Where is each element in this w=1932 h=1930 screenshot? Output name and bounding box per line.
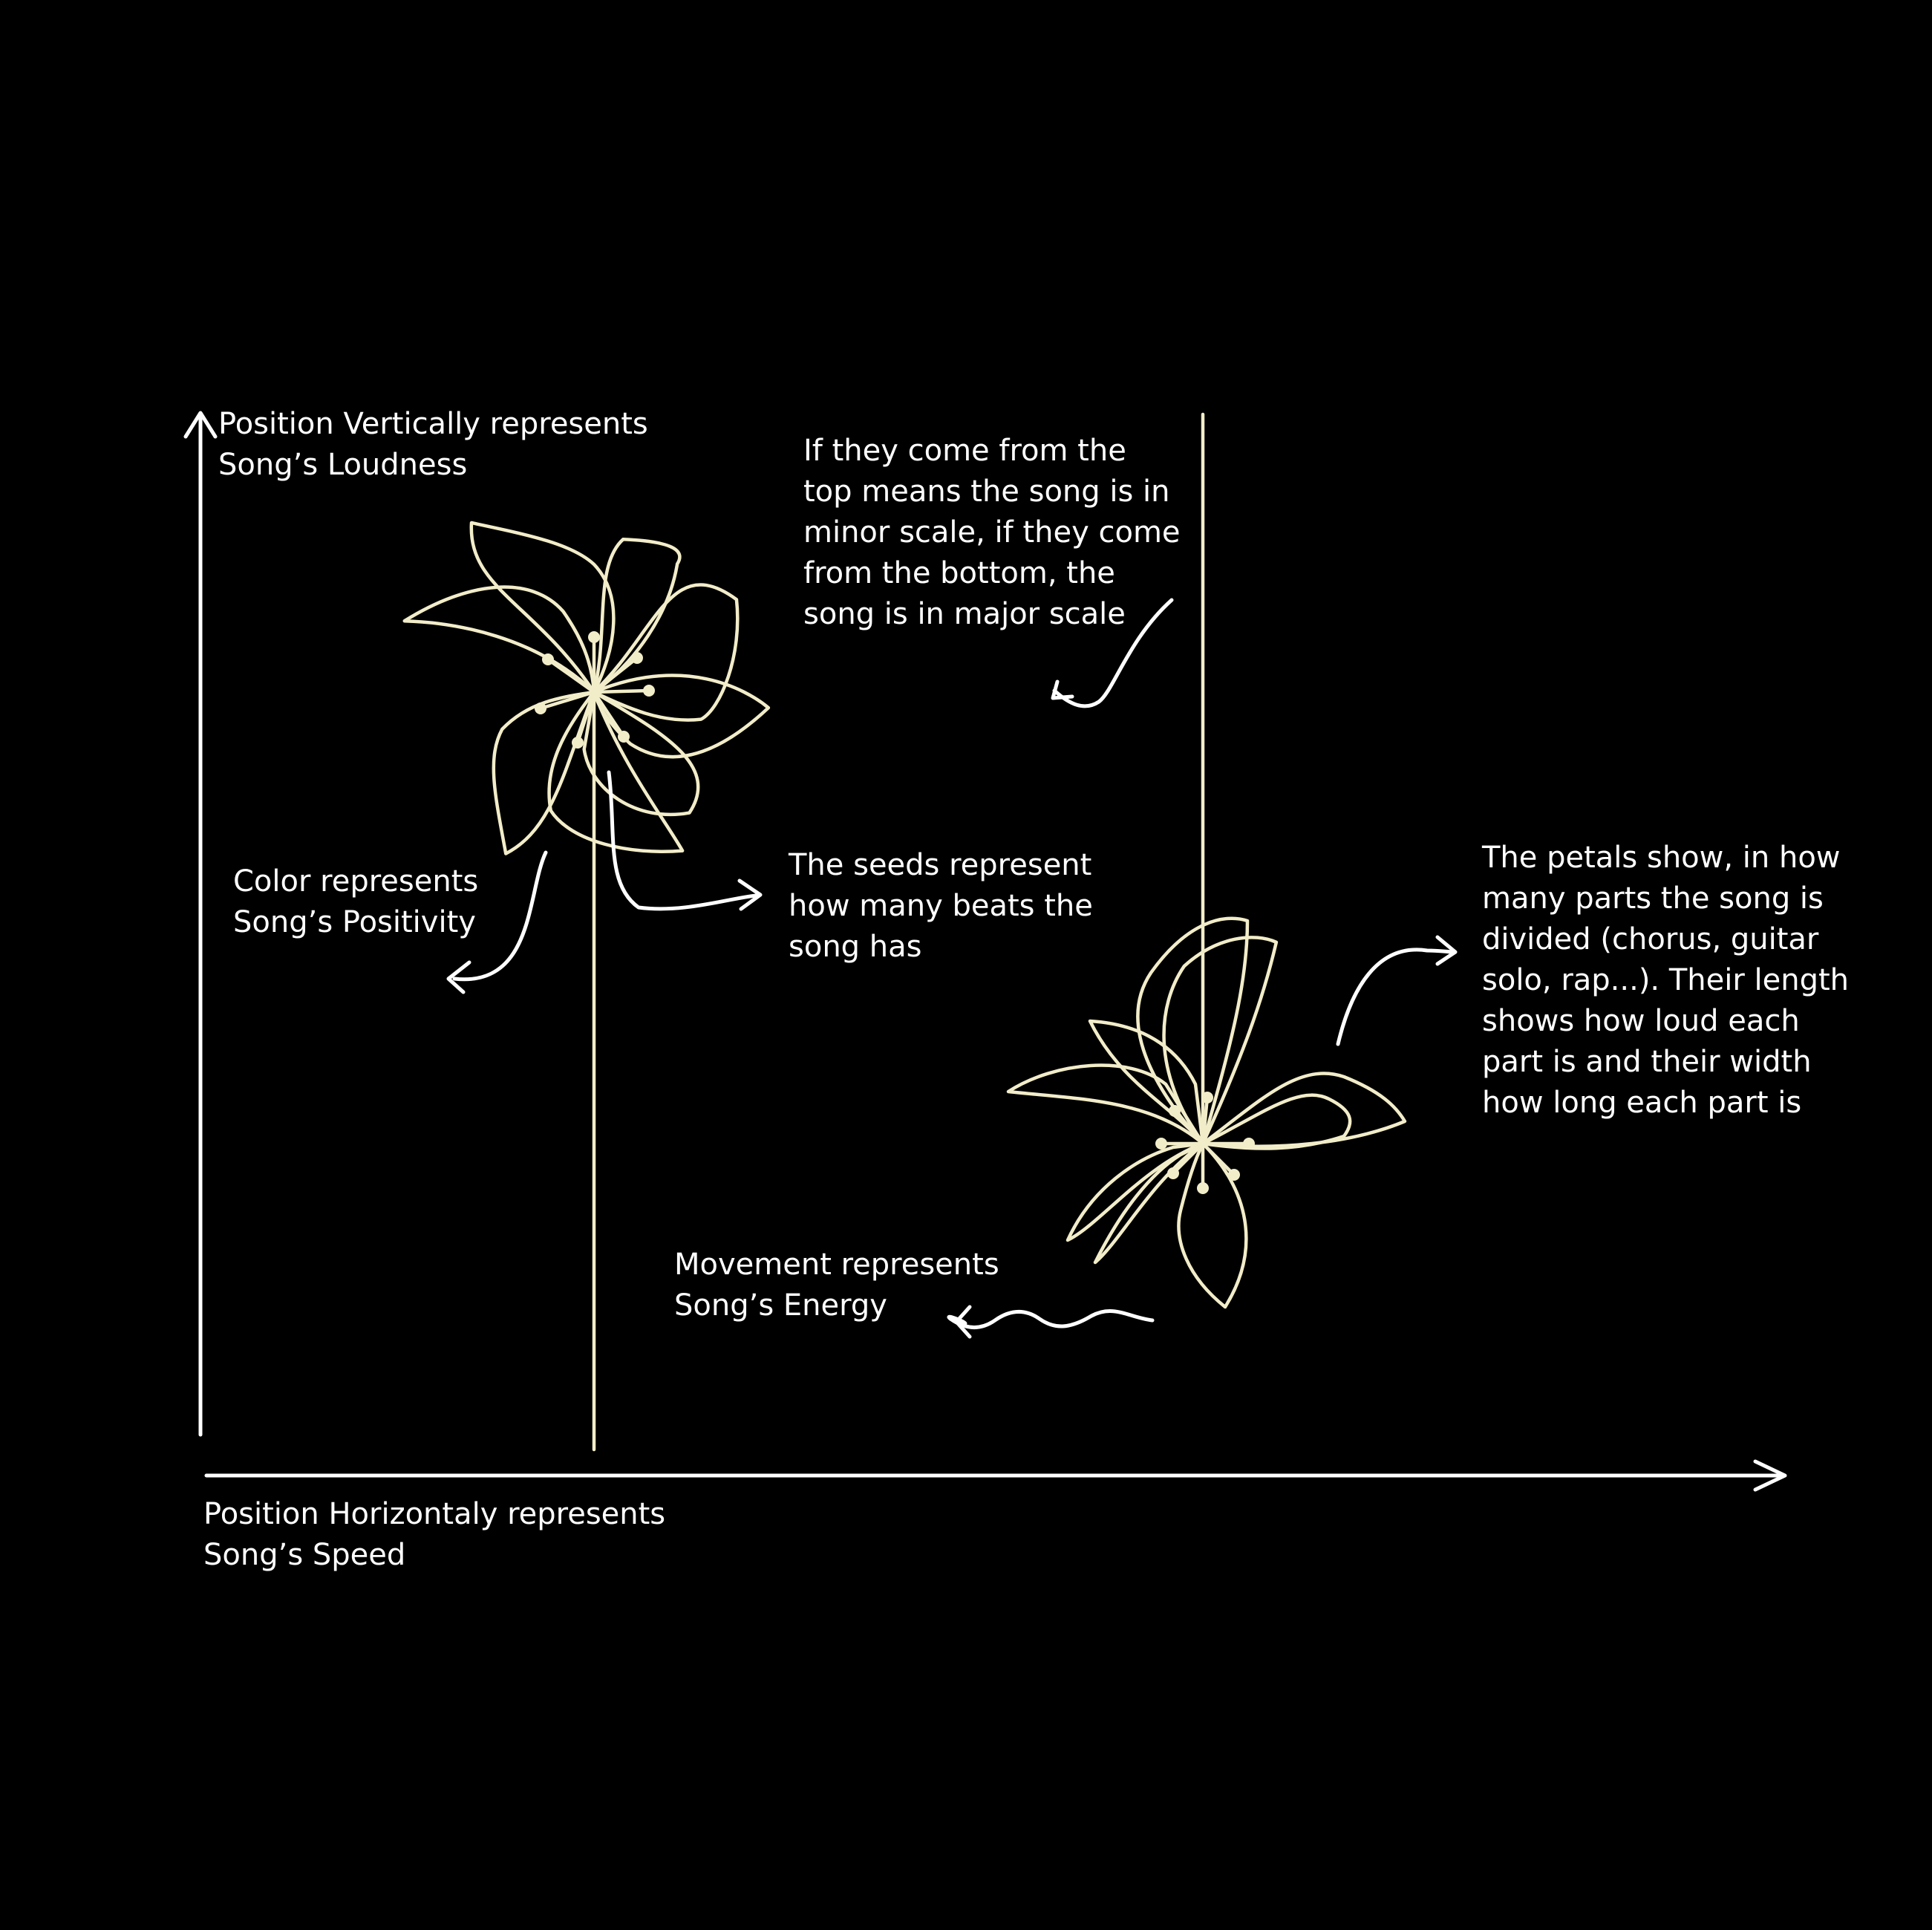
- movement-annotation: Movement represents Song’s Energy: [674, 1248, 1008, 1323]
- horizontal-axis: [204, 1459, 1787, 1492]
- vertical-axis-arrow-icon: [183, 411, 218, 439]
- flower-top-left: [402, 521, 771, 1452]
- flower-top-left-petals: [402, 521, 771, 855]
- seeds-annotation: The seeds represent how many beats the s…: [788, 848, 1103, 964]
- color-annotation: Color represents Song’s Positivity: [233, 864, 488, 939]
- flower-bottom-right: [1006, 412, 1407, 1309]
- scale-curved-arrow-icon: [1051, 598, 1174, 708]
- flower-top-left-seeds: [535, 631, 655, 749]
- petals-annotation: The petals show, in how many parts the s…: [1481, 841, 1858, 1120]
- color-curved-arrow-icon: [446, 850, 548, 994]
- seeds-curved-arrow-icon: [607, 770, 763, 911]
- scale-annotation: If they come from the top means the song…: [803, 434, 1189, 631]
- horizontal-axis-label: Position Horizontaly represents Song’s S…: [203, 1497, 675, 1572]
- flower-bottom-right-seeds: [1155, 1092, 1255, 1194]
- movement-wavy-arrow-icon: [947, 1305, 1155, 1339]
- petals-curved-arrow-icon: [1336, 935, 1458, 1046]
- horizontal-axis-arrow-icon: [1753, 1459, 1787, 1492]
- vertical-axis: [183, 411, 218, 1437]
- vertical-axis-label: Position Vertically represents Song’s Lo…: [218, 407, 657, 482]
